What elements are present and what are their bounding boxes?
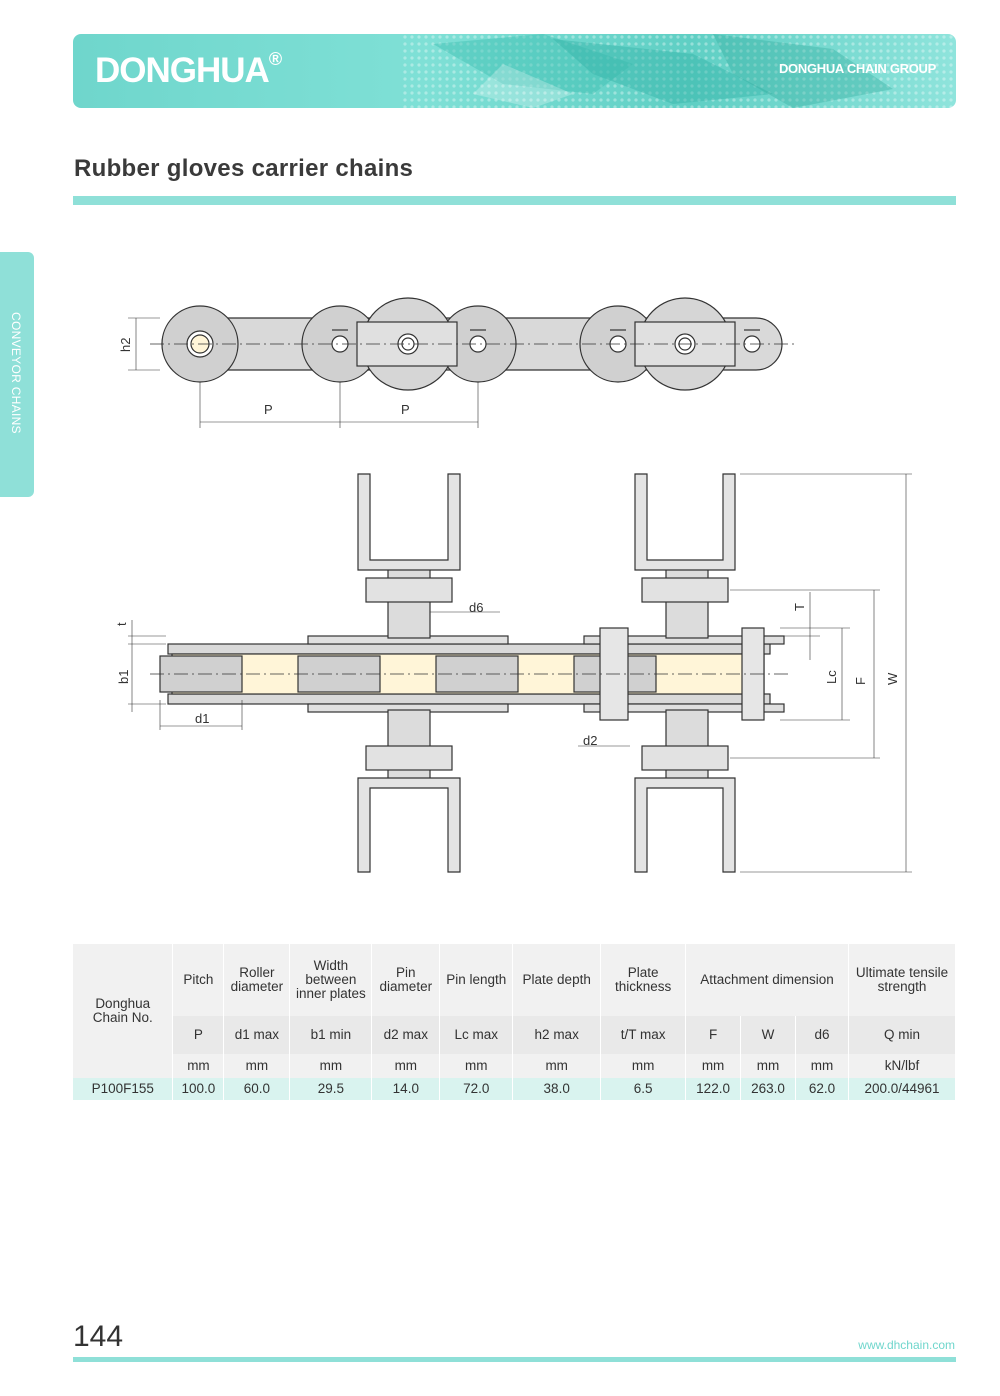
value-cell: 72.0	[439, 1078, 514, 1100]
col-symbol: d1 max	[223, 1016, 291, 1054]
brand-logo: DONGHUA®	[95, 49, 282, 90]
value-cell: 38.0	[512, 1078, 602, 1100]
col-symbol: Q min	[848, 1016, 957, 1054]
label-Lc: Lc	[824, 670, 839, 684]
col-symbol: t/T max	[600, 1016, 687, 1054]
col-name: Plate thickness	[600, 944, 687, 1016]
value-cell: 122.0	[685, 1078, 742, 1100]
title-rule	[73, 196, 956, 205]
label-W: W	[885, 672, 900, 685]
col-unit: mm	[371, 1054, 441, 1078]
label-d6: d6	[469, 600, 483, 615]
label-d1: d1	[195, 711, 209, 726]
chain-no-header: Donghua Chain No.	[73, 944, 174, 1078]
col-symbol: F	[685, 1016, 742, 1054]
side-tab-label: CONVEYOR CHAINS	[9, 312, 23, 434]
col-symbol: b1 min	[289, 1016, 373, 1054]
page-title: Rubber gloves carrier chains	[74, 155, 414, 182]
page-number: 144	[73, 1320, 124, 1353]
value-cell: 100.0	[172, 1078, 225, 1100]
value-cell: 60.0	[223, 1078, 291, 1100]
chain-drawing: h2 P P t b1 d1 d6 d2 T Lc F W	[114, 297, 912, 873]
value-cell: 6.5	[600, 1078, 687, 1100]
label-F: F	[853, 677, 868, 685]
col-unit: mm	[795, 1054, 849, 1078]
col-unit: mm	[512, 1054, 602, 1078]
value-cell: 62.0	[795, 1078, 849, 1100]
col-unit: mm	[289, 1054, 373, 1078]
label-p1: P	[264, 402, 273, 417]
col-symbol: Lc max	[439, 1016, 514, 1054]
col-symbol: P	[172, 1016, 225, 1054]
side-tab: CONVEYOR CHAINS	[0, 252, 34, 497]
col-symbol: d6	[795, 1016, 849, 1054]
label-t: t	[114, 622, 129, 626]
col-name: Pin diameter	[371, 944, 441, 1016]
chain-no-cell: P100F155	[73, 1078, 174, 1100]
banner-decoration	[403, 34, 956, 108]
label-d2: d2	[583, 733, 597, 748]
label-b1: b1	[116, 670, 131, 684]
value-cell: 200.0/44961	[848, 1078, 957, 1100]
col-unit: mm	[223, 1054, 291, 1078]
col-unit: kN/lbf	[848, 1054, 957, 1078]
strength-header: Ultimate tensile strength	[848, 944, 957, 1016]
col-symbol: h2 max	[512, 1016, 602, 1054]
spec-table: Donghua Chain No. Pitch Roller diameter …	[73, 944, 957, 1100]
website-link[interactable]: www.dhchain.com	[858, 1338, 955, 1352]
attachment-header: Attachment dimension	[685, 944, 849, 1016]
col-symbol: d2 max	[371, 1016, 441, 1054]
col-unit: mm	[740, 1054, 796, 1078]
value-cell: 263.0	[740, 1078, 796, 1100]
col-unit: mm	[685, 1054, 742, 1078]
col-symbol: W	[740, 1016, 796, 1054]
label-T: T	[792, 603, 807, 611]
col-name: Pin length	[439, 944, 514, 1016]
col-unit: mm	[439, 1054, 514, 1078]
header-banner: DONGHUA® DONGHUA CHAIN GROUP	[73, 34, 956, 108]
label-h2: h2	[118, 338, 133, 352]
footer-rule	[73, 1357, 956, 1362]
col-name: Roller diameter	[223, 944, 291, 1016]
value-cell: 29.5	[289, 1078, 373, 1100]
col-name: Plate depth	[512, 944, 602, 1016]
col-name: Width between inner plates	[289, 944, 373, 1016]
table-row: P100F155 100.0 60.0 29.5 14.0 72.0 38.0 …	[73, 1078, 957, 1100]
label-p2: P	[401, 402, 410, 417]
col-unit: mm	[172, 1054, 225, 1078]
value-cell: 14.0	[371, 1078, 441, 1100]
col-name: Pitch	[172, 944, 225, 1016]
group-name: DONGHUA CHAIN GROUP	[778, 61, 936, 76]
col-unit: mm	[600, 1054, 687, 1078]
